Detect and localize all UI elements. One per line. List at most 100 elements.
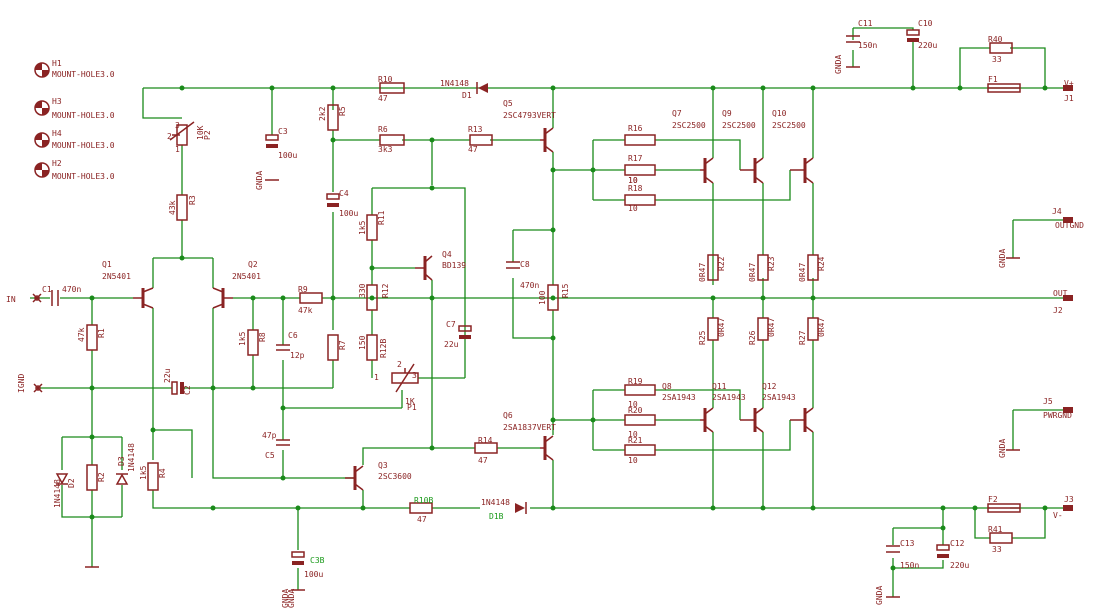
component-label: 470n — [62, 285, 81, 294]
component-label: R4 — [158, 468, 167, 478]
resistor-icon — [624, 194, 656, 206]
component-label: R41 — [988, 525, 1003, 534]
component-label: D1 — [462, 91, 472, 100]
component-label: 2 — [167, 132, 172, 141]
component-label: 33 — [992, 55, 1002, 64]
component-label: 2N5401 — [102, 272, 131, 281]
component-label: 2SC2500 — [722, 121, 756, 130]
component-label: R21 — [628, 436, 643, 445]
component-label: R19 — [628, 377, 643, 386]
component-label: C3 — [278, 127, 288, 136]
transistor-icon — [540, 435, 554, 461]
mount-hole-icon — [34, 100, 50, 116]
component-label: 0R47 — [817, 318, 826, 337]
capacitor-icon — [506, 261, 520, 269]
component-label: GNDA — [255, 171, 264, 190]
component-label: R16 — [628, 124, 643, 133]
resistor-icon — [807, 254, 819, 281]
component-label: V+ — [1064, 79, 1074, 88]
component-label: 47k — [77, 327, 86, 342]
component-label: GNDA — [998, 439, 1007, 458]
component-label: C5 — [265, 451, 275, 460]
component-label: Q6 — [503, 411, 513, 420]
component-label: GNDA — [875, 586, 884, 605]
resistor-icon — [379, 134, 405, 146]
component-label: R10 — [378, 75, 393, 84]
component-label: 3 — [412, 371, 417, 380]
component-label: R2 — [97, 472, 106, 482]
component-label: 150n — [858, 41, 877, 50]
component-label: PWRGND — [1043, 411, 1072, 420]
resistor-icon — [366, 284, 378, 311]
resistor-icon — [469, 134, 493, 146]
component-label: R9 — [298, 285, 308, 294]
component-label: 10 — [628, 456, 638, 465]
component-label: 2N5401 — [232, 272, 261, 281]
transistor-icon — [790, 407, 814, 433]
component-label: 100u — [278, 151, 297, 160]
resistor-icon — [86, 324, 98, 351]
component-label: 1N4148 — [481, 498, 510, 507]
transistor-icon — [700, 157, 714, 184]
component-label: P2 — [203, 130, 212, 140]
component-label: 10 — [628, 176, 638, 185]
component-label: C12 — [950, 539, 965, 548]
connector-pad-icon — [1063, 407, 1073, 413]
electrolytic-capacitor-icon — [171, 381, 184, 395]
mount-hole-icon — [34, 162, 50, 178]
component-label: C6 — [288, 331, 298, 340]
component-label: 100 — [538, 290, 547, 305]
component-label: 1N4148 — [53, 479, 62, 508]
component-label: OUT — [1053, 289, 1068, 298]
component-label: J3 — [1064, 495, 1074, 504]
component-label: C3B — [310, 556, 325, 565]
component-label: 2SC2500 — [772, 121, 806, 130]
component-label: Q3 — [378, 461, 388, 470]
component-label: R14 — [478, 436, 493, 445]
component-label: 10 — [628, 204, 638, 213]
resistor-icon — [86, 464, 98, 491]
component-label: F2 — [988, 495, 998, 504]
component-label: 47 — [468, 145, 478, 154]
component-label: Q7 — [672, 109, 682, 118]
connector-pad-icon — [1063, 295, 1073, 301]
component-label: J5 — [1043, 397, 1053, 406]
component-label: R22 — [717, 256, 726, 271]
resistor-icon — [409, 502, 433, 514]
component-label: C1 — [42, 285, 52, 294]
resistor-icon — [624, 164, 656, 176]
component-label: 1 — [175, 145, 180, 154]
component-labels: H1MOUNT-HOLE3.0H3MOUNT-HOLE3.0H4MOUNT-HO… — [6, 19, 1084, 608]
component-label: 0R47 — [798, 263, 807, 282]
component-label: 1 — [374, 373, 379, 382]
transistor-icon — [345, 465, 364, 491]
mount-hole-icon — [34, 62, 50, 78]
resistor-icon — [989, 532, 1013, 544]
component-label: R1 — [97, 328, 106, 338]
component-label: IN — [6, 295, 16, 304]
component-label: OUTGND — [1055, 221, 1084, 230]
component-label: V- — [1053, 511, 1063, 520]
diode-icon — [515, 502, 527, 514]
component-label: R15 — [561, 283, 570, 298]
component-label: 220u — [950, 561, 969, 570]
capacitor-icon — [51, 290, 59, 306]
component-label: 2SC3600 — [378, 472, 412, 481]
resistor-icon — [299, 292, 323, 304]
component-label: R11 — [377, 210, 386, 225]
component-label: 100u — [339, 209, 358, 218]
component-label: R8 — [258, 332, 267, 342]
transistor-icon — [700, 407, 714, 433]
resistor-icon — [757, 317, 769, 341]
component-label: Q8 — [662, 382, 672, 391]
component-label: 0R47 — [767, 318, 776, 337]
electrolytic-capacitor-icon — [326, 193, 340, 207]
component-label: C8 — [520, 260, 530, 269]
resistor-icon — [989, 42, 1013, 54]
component-label: J2 — [1053, 306, 1063, 315]
component-label: 220u — [918, 41, 937, 50]
component-label: GNDA — [834, 55, 843, 74]
component-label: 1k5 — [358, 220, 367, 235]
component-label: R25 — [698, 330, 707, 345]
